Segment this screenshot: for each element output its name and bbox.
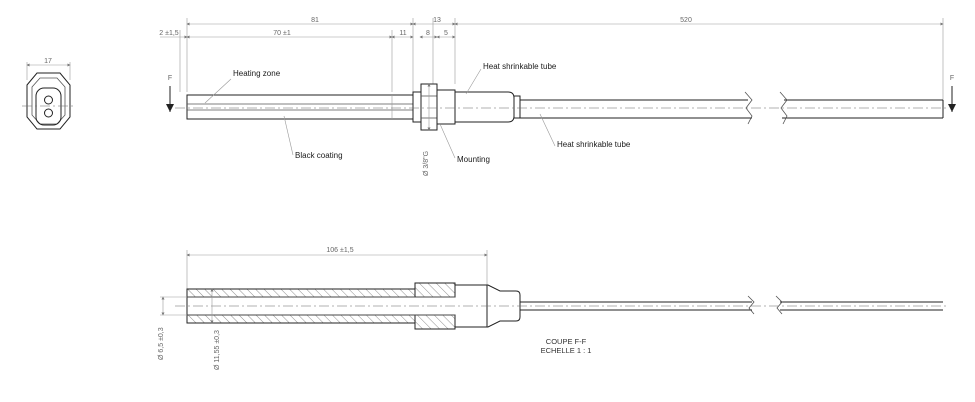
hex-outline (26, 72, 71, 130)
section-length-dim: 106 ±1,5 (326, 247, 353, 254)
section-break-left (747, 295, 755, 315)
outer-dia-dim: Ø 11,55 ±0,3 (214, 330, 221, 370)
end-view: 17 (22, 58, 75, 130)
end-width-dim: 17 (44, 58, 52, 65)
lead-hole-bottom (44, 108, 53, 118)
section-break-right (775, 295, 783, 315)
heat-shrink-tube-label-bottom: Heat shrinkable tube (557, 140, 631, 149)
fitting-dim: 13 (433, 17, 441, 24)
wall-top-hatched (186, 288, 416, 298)
black-coating-label: Black coating (295, 151, 343, 160)
heat-shrink-tube-label-top: Heat shrinkable tube (483, 62, 557, 71)
nut-top-hatched (414, 282, 456, 298)
tube-bottom-leader (539, 113, 556, 147)
top-view: 81 13 520 2 ±1,5 70 ±1 11 8 5 F F (159, 17, 956, 176)
left-offset-dim: 2 ±1,5 (159, 30, 179, 37)
nut-bottom-hatched (414, 314, 456, 330)
section-marker-right-arrow (948, 104, 956, 112)
inner-dia-dim: Ø 6,5 ±0,3 (158, 327, 165, 360)
thread-dim: Ø 3/8"G (423, 151, 430, 176)
heater-body (186, 94, 414, 120)
lead-oval (35, 87, 62, 126)
mounting-leader (439, 123, 456, 159)
tube-end (513, 95, 521, 119)
heating-zone-leader (204, 78, 232, 104)
break-mark-right (779, 91, 788, 125)
section-marker-right: F (950, 75, 954, 82)
heating-zone-len-dim: 70 ±1 (273, 30, 291, 37)
section-view: 106 ±1,5 Ø 6,5 ±0,3 Ø 11,55 ±0,3 COUPE F… (158, 247, 948, 370)
lead-hole-top (44, 95, 53, 105)
fitting-body (436, 89, 456, 125)
fitting-b-dim: 5 (444, 30, 448, 37)
fitting-collar (412, 91, 422, 123)
total-heating-dim: 81 (311, 17, 319, 24)
heating-zone-label: Heating zone (233, 69, 281, 78)
black-coating-leader (283, 115, 294, 156)
gap-dim: 11 (399, 30, 406, 37)
fitting-a-dim: 8 (426, 30, 430, 37)
section-marker-left-arrow (166, 104, 174, 112)
mounting-label: Mounting (457, 155, 490, 164)
tube-top-leader (465, 68, 482, 95)
section-marker-left: F (168, 75, 172, 82)
lead-length-dim: 520 (680, 17, 692, 24)
wall-bottom-hatched (186, 314, 416, 324)
section-title: COUPE F-F (546, 337, 587, 346)
section-scale: ECHELLE 1 : 1 (541, 346, 592, 355)
heat-shrink-tube (455, 91, 515, 123)
hex-inner (31, 77, 66, 125)
